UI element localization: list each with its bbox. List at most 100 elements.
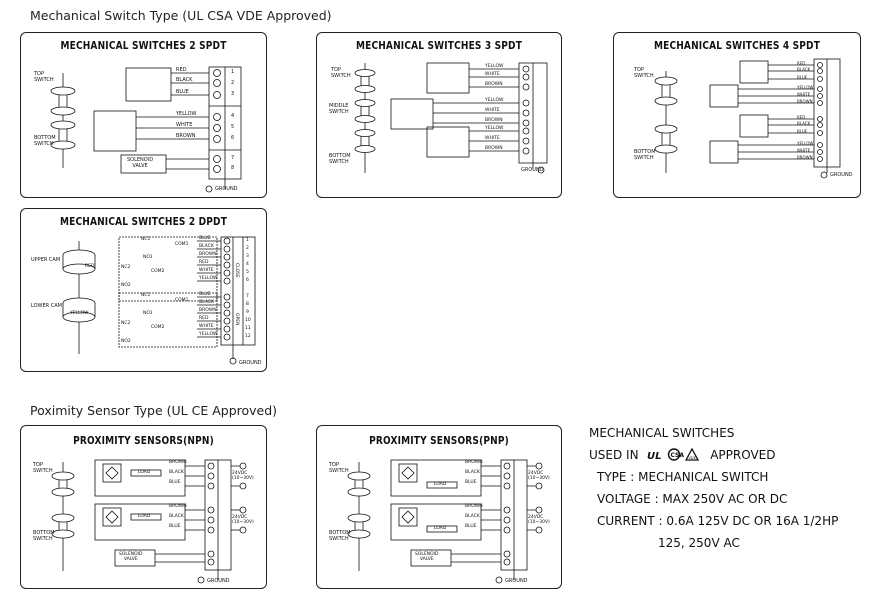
terminal-number: 6	[246, 278, 249, 283]
panel-title: MECHANICAL SWITCHES 2 DPDT	[59, 215, 228, 228]
spec-used-in: USED IN UL CSA VDE APPROVED	[589, 448, 776, 462]
used-in-prefix: USED IN	[589, 448, 639, 462]
load-label: LOAD	[434, 482, 447, 487]
terminal-number: 3	[246, 254, 249, 259]
wire-label: BROWN	[797, 155, 813, 160]
terminal-number: 7	[246, 294, 249, 299]
wiring-diagram-npn	[51, 459, 247, 584]
wire-label: WHITE	[199, 324, 214, 329]
load-label: LOAD	[138, 470, 151, 475]
terminal-number: 7	[231, 155, 235, 161]
spec-voltage: VOLTAGE : MAX 250V AC OR DC	[597, 492, 788, 506]
supply-label: 24VDC(10~30V)	[232, 471, 254, 481]
wire-label: BROWN	[485, 146, 503, 151]
load-label: LOAD	[138, 514, 151, 519]
wire-label: YELLOW	[485, 98, 504, 103]
ground-label: GROUND	[215, 186, 238, 192]
contact-label: COM1	[175, 242, 189, 247]
wire-label: WHITE	[797, 148, 811, 153]
spec-current-cont: 125, 250V AC	[658, 536, 740, 550]
wire-label: WHITE	[485, 108, 500, 113]
csa-mark-icon	[668, 448, 681, 461]
vde-mark-icon	[685, 448, 700, 461]
panel-title: MECHANICAL SWITCHES 4 SPDT	[653, 39, 821, 52]
wire-label: BLUE	[465, 524, 477, 529]
panel-title: MECHANICAL SWITCHES 2 SPDT	[60, 39, 227, 52]
wire-label: BROWN	[176, 133, 196, 139]
open-label: OPEN	[234, 313, 239, 326]
wiring-diagram-4-spdt	[654, 58, 841, 179]
wire-label: BROWN	[485, 118, 503, 123]
panel-title: PROXIMITY SENSORS(NPN)	[73, 434, 214, 447]
wire-label: WHITE	[199, 268, 214, 273]
cam-color-label: YELLOW	[70, 311, 89, 316]
terminal-number: 5	[231, 124, 235, 130]
ground-label: GROUND	[207, 578, 230, 584]
proximity-section-title: Poximity Sensor Type (UL CE Approved)	[30, 403, 278, 418]
wire-label: BLUE	[199, 236, 211, 241]
wire-label: BROWN	[465, 460, 483, 465]
wire-label: BLUE	[176, 89, 189, 95]
ground-label: GROUND	[239, 360, 262, 366]
supply-label: 24VDC(10~30V)	[528, 471, 550, 481]
panel-2-dpdt: MECHANICAL SWITCHES 2 DPDT UPPER CAM LOW…	[20, 208, 267, 372]
wire-label: WHITE	[176, 122, 193, 128]
wire-label: BROWN	[199, 252, 217, 257]
wire-label: YELLOW	[199, 332, 218, 337]
wire-label: YELLOW	[485, 64, 504, 69]
contact-label: NO2	[121, 339, 131, 344]
terminal-number: 9	[246, 310, 249, 315]
wire-label: YELLOW	[176, 111, 197, 117]
wire-label: BROWN	[169, 504, 187, 509]
terminal-number: 12	[245, 334, 251, 339]
wire-label: RED	[797, 115, 806, 120]
supply-label: 24VDC(10~30V)	[528, 515, 550, 525]
wire-label: RED	[199, 260, 209, 265]
wire-label: BLUE	[465, 480, 477, 485]
wire-label: BLACK	[465, 470, 480, 475]
wire-label: BROWN	[199, 308, 217, 313]
wire-label: BLUE	[169, 480, 181, 485]
upper-cam-label: UPPER CAM	[31, 257, 61, 263]
spec-heading: MECHANICAL SWITCHES	[589, 426, 735, 440]
used-in-suffix: APPROVED	[710, 448, 776, 462]
wiring-diagram-2-dpdt	[62, 236, 256, 365]
terminal-number: 10	[245, 318, 251, 323]
spec-current: CURRENT : 0.6A 125V DC OR 16A 1/2HP	[597, 514, 839, 528]
wire-label: WHITE	[485, 136, 500, 141]
wire-label: BLUE	[797, 75, 808, 80]
terminal-number: 11	[245, 326, 251, 331]
contact-label: NO1	[143, 311, 153, 316]
wire-label: BLUE	[199, 292, 211, 297]
wire-label: RED	[176, 67, 187, 73]
terminal-number: 6	[231, 135, 235, 141]
wiring-diagram-3-spdt	[354, 62, 548, 174]
wire-label: YELLOW	[485, 126, 504, 131]
terminal-number: 4	[231, 113, 235, 119]
ground-label: GROUND	[505, 578, 528, 584]
wiring-diagram-2-spdt	[50, 66, 242, 193]
ground-label: GROUND	[521, 167, 544, 173]
wire-label: BLACK	[176, 77, 193, 83]
spec-type: TYPE : MECHANICAL SWITCH	[597, 470, 769, 484]
terminal-number: 8	[231, 165, 235, 171]
terminal-number: 1	[231, 69, 235, 75]
cam-color-label: RED	[85, 264, 95, 269]
supply-label: 24VDC(10~30V)	[232, 515, 254, 525]
terminal-number: 5	[246, 270, 249, 275]
contact-label: COM1	[175, 298, 189, 303]
wire-label: WHITE	[797, 92, 811, 97]
